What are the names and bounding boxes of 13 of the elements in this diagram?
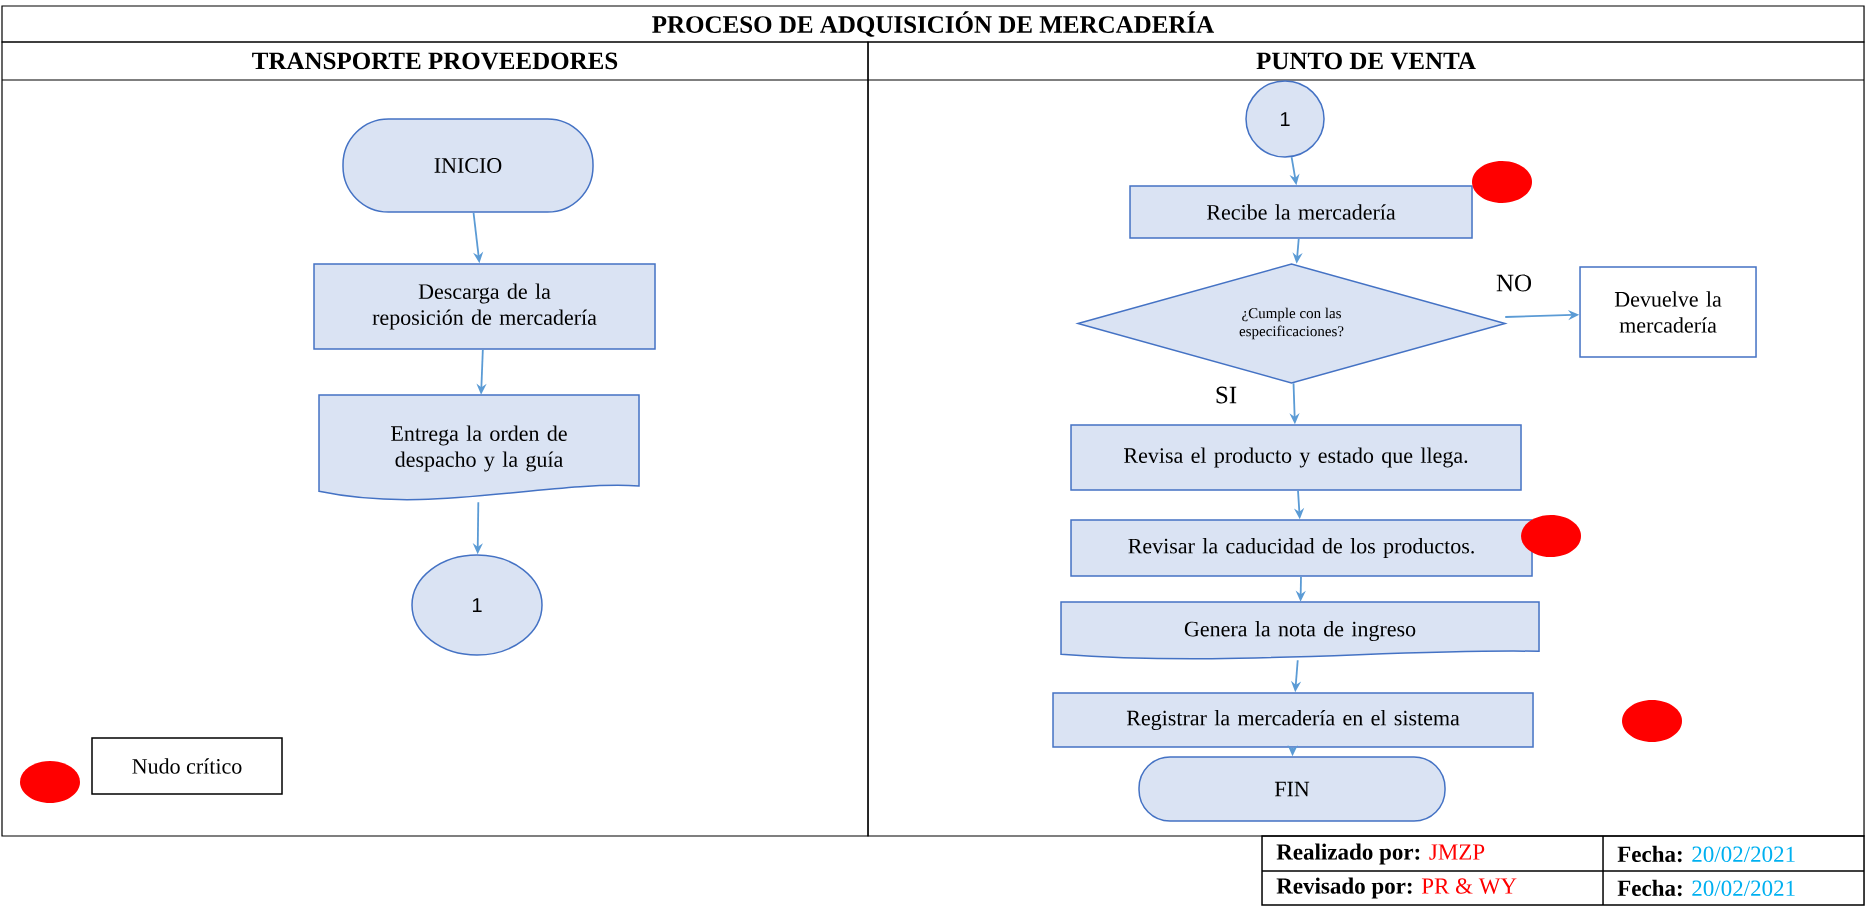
process-box: Revisa el producto y estado que llega.: [1070, 424, 1522, 491]
sign-off-text: Fecha: 20/02/2021: [1617, 879, 1795, 897]
sign-off-text: Realizado por: JMZP: [1276, 843, 1485, 865]
process-box: Descarga de la reposición de mercadería: [313, 263, 656, 350]
process-box: Revisar la caducidad de los productos.: [1070, 519, 1533, 577]
sign-off-text: Fecha: 20/02/2021: [1617, 845, 1795, 863]
process-box: Recibe la mercadería: [1129, 185, 1473, 239]
sign-off-text: Revisado por: PR & WY: [1276, 877, 1517, 899]
process-box: Devuelve la mercadería: [1579, 266, 1757, 358]
legend-label: Nudo crítico: [91, 737, 283, 795]
title-bar: PROCESO DE ADQUISICIÓN DE MERCADERÍA: [1, 5, 1865, 43]
edge-label: SI: [1212, 384, 1240, 406]
process-box: Registrar la mercadería en el sistema: [1052, 692, 1534, 748]
